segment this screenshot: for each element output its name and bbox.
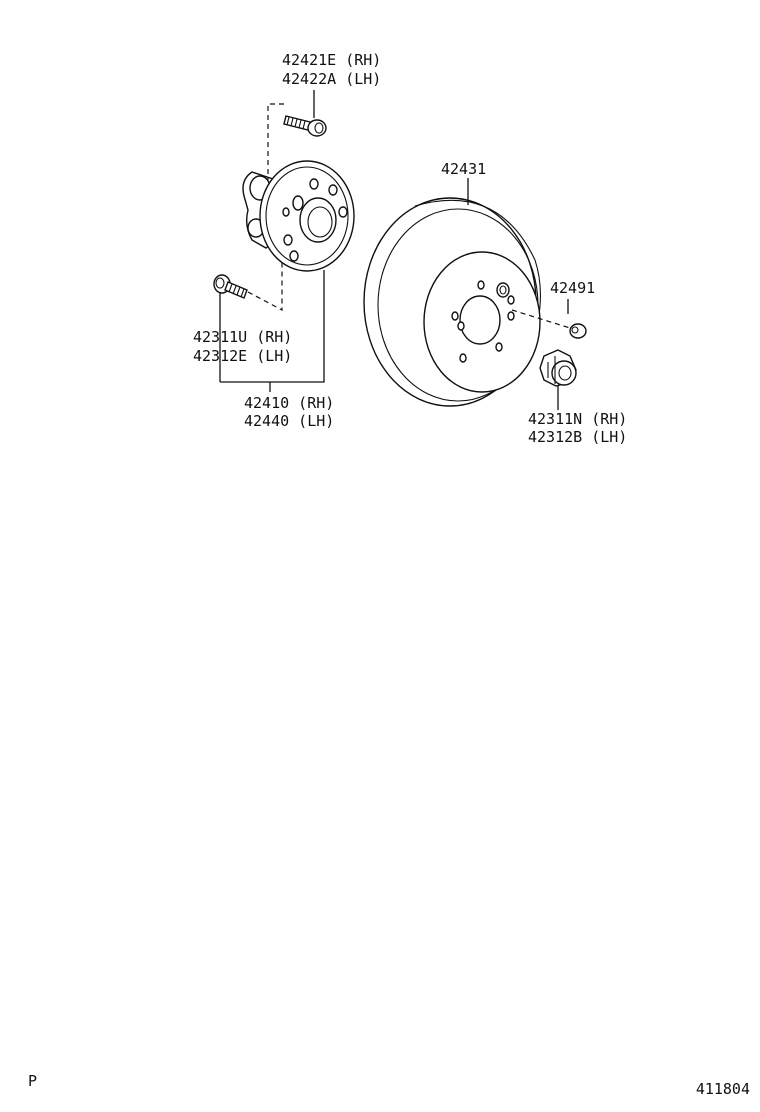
- brake-disc: [363, 197, 541, 407]
- leader-lines: [219, 90, 571, 410]
- label-hub-bolt-lower-lh: 42312E (LH): [193, 347, 292, 365]
- label-hub-assy-rh: 42410 (RH): [244, 394, 334, 412]
- label-plug: 42491: [550, 279, 595, 297]
- label-disc: 42431: [441, 160, 486, 178]
- wheel-nut: [539, 349, 577, 387]
- label-nut-rh: 42311N (RH): [528, 410, 627, 428]
- page-code: 411804: [695, 1080, 750, 1098]
- label-hub-bolt-upper-lh: 42422A (LH): [282, 70, 381, 88]
- hole-plug: [569, 323, 587, 339]
- label-hub-bolt-lower-rh: 42311U (RH): [193, 328, 292, 346]
- label-hub-bolt-upper-rh: 42421E (RH): [282, 51, 381, 69]
- label-nut-lh: 42312B (LH): [528, 428, 627, 446]
- hub-assembly: [242, 160, 355, 272]
- hub-bolt-upper: [283, 115, 327, 137]
- label-hub-assy-lh: 42440 (LH): [244, 412, 334, 430]
- page-letter: P: [28, 1072, 38, 1090]
- hub-bolt-lower: [213, 274, 248, 299]
